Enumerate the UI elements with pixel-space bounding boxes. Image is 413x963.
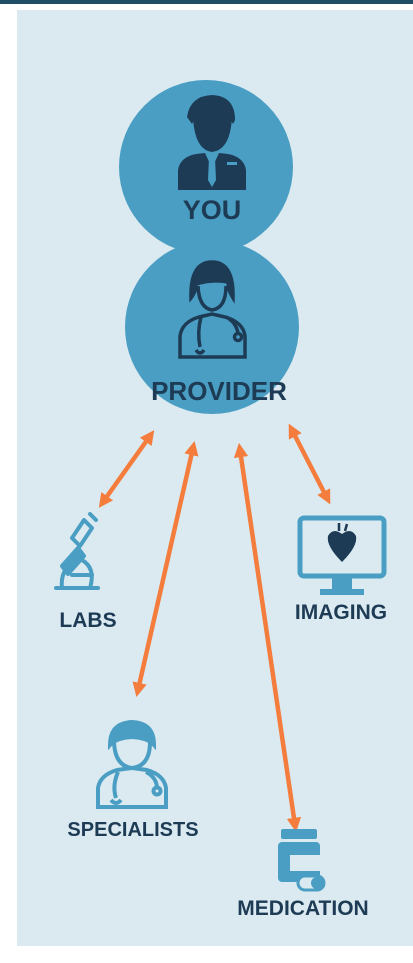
monitor-heart-icon <box>297 515 387 595</box>
medication-label: MEDICATION <box>237 897 368 920</box>
you-label: YOU <box>183 195 242 225</box>
specialists-label: SPECIALISTS <box>67 819 198 841</box>
connection-arrows <box>98 423 331 833</box>
imaging-label: IMAGING <box>295 601 387 624</box>
doctor-male-icon <box>96 719 168 809</box>
doctor-female-icon <box>178 260 247 359</box>
labs-label: LABS <box>59 609 116 632</box>
pill-bottle-icon <box>278 829 326 892</box>
microscope-icon <box>54 512 100 590</box>
provider-node <box>125 240 299 414</box>
arrow-provider-labs <box>98 430 155 508</box>
arrow-provider-specialists <box>132 440 199 698</box>
top-border <box>0 0 413 4</box>
provider-label: PROVIDER <box>151 376 287 406</box>
arrow-provider-medication <box>233 442 302 833</box>
businessman-icon <box>178 95 246 190</box>
arrow-provider-imaging <box>288 423 331 505</box>
